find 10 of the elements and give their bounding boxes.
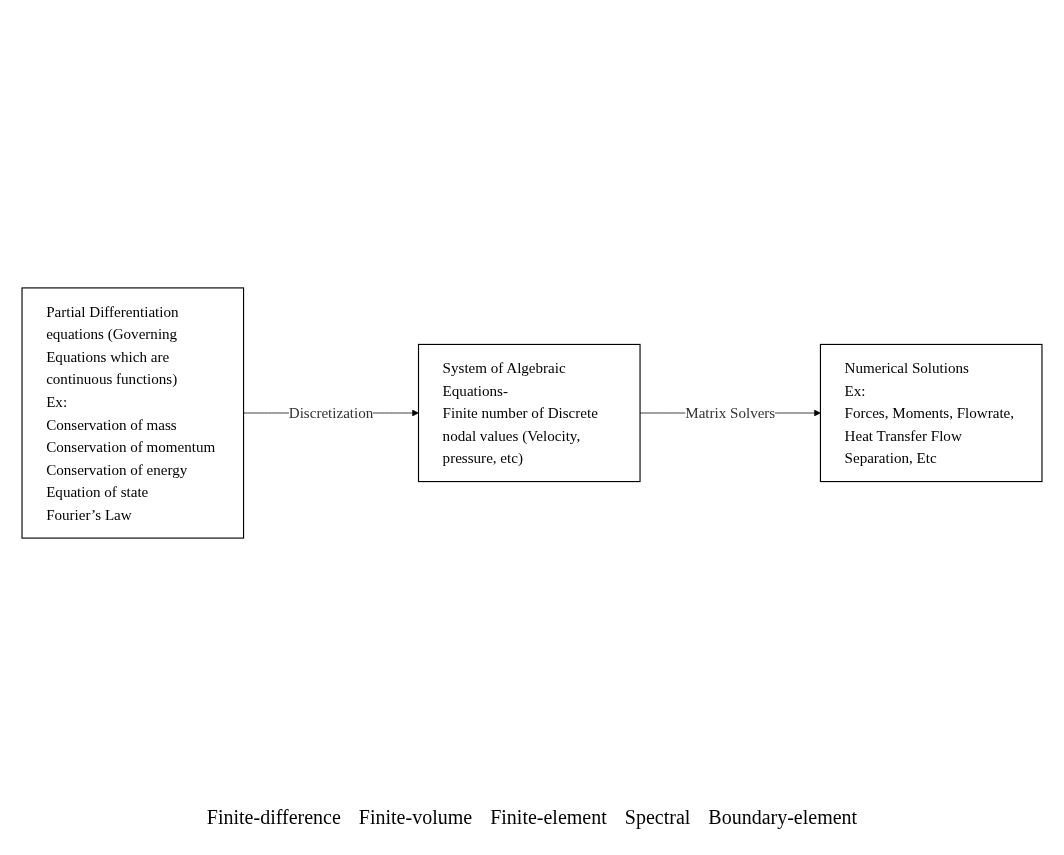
edge-label: Discretization (288, 404, 374, 422)
node-box: Partial Differentiation equations (Governing Equations which are continuous functions) Ex: Conservation of mass Conservation of momentum Conservation of energy Equation of state Fourier’s Law (21, 287, 245, 539)
method-label: Finite-volume (358, 806, 473, 829)
method-label: Spectral (624, 806, 691, 829)
method-label: Finite-difference (206, 806, 341, 829)
method-label: Boundary-element (708, 806, 858, 829)
node-box: System of Algebraic Equations- Finite number of Discrete nodal values (Velocity, pressure, etc) (417, 343, 641, 483)
edge-label: Matrix Solvers (685, 404, 776, 422)
method-label: Finite-element (490, 806, 607, 829)
node-box: Numerical Solutions Ex: Forces, Moments, Flowrate, Heat Transfer Flow Separation, Etc (819, 343, 1043, 483)
